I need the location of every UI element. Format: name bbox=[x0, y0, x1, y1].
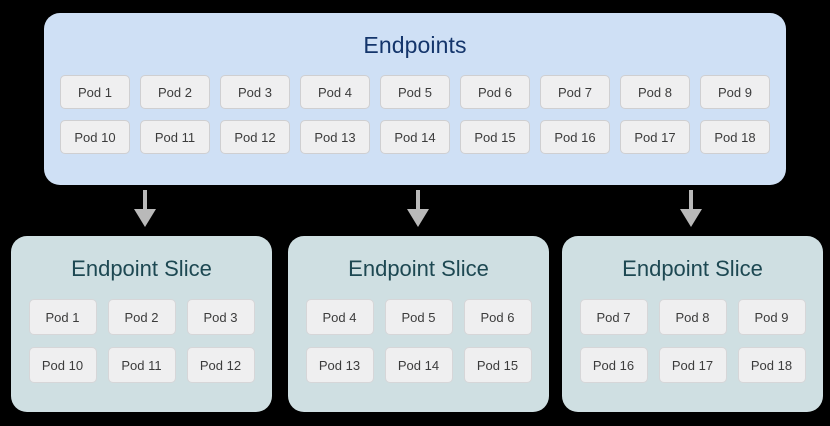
endpoint-slice-title: Endpoint Slice bbox=[622, 256, 763, 281]
pod-chip[interactable]: Pod 16 bbox=[579, 347, 648, 383]
arrow-down-icon bbox=[134, 190, 156, 227]
arrow-head bbox=[134, 209, 156, 227]
pod-chip[interactable]: Pod 4 bbox=[300, 75, 370, 109]
pod-chip[interactable]: Pod 15 bbox=[460, 120, 530, 154]
endpoint-slice-pod-grid: Pod 7 Pod 8 Pod 9 Pod 16 Pod 17 Pod 18 bbox=[562, 299, 823, 383]
pod-chip[interactable]: Pod 7 bbox=[579, 299, 648, 335]
pod-chip[interactable]: Pod 8 bbox=[620, 75, 690, 109]
endpoint-slice-pod-row: Pod 1 Pod 2 Pod 3 bbox=[21, 299, 262, 335]
pod-chip[interactable]: Pod 4 bbox=[305, 299, 374, 335]
endpoints-panel: Endpoints Pod 1 Pod 2 Pod 3 Pod 4 Pod 5 … bbox=[44, 13, 786, 185]
pod-chip[interactable]: Pod 10 bbox=[28, 347, 97, 383]
pod-chip[interactable]: Pod 3 bbox=[186, 299, 255, 335]
endpoint-slice-pod-row: Pod 10 Pod 11 Pod 12 bbox=[21, 347, 262, 383]
endpoints-pod-row: Pod 10 Pod 11 Pod 12 Pod 13 Pod 14 Pod 1… bbox=[57, 120, 773, 154]
pod-chip[interactable]: Pod 16 bbox=[540, 120, 610, 154]
pod-chip[interactable]: Pod 9 bbox=[737, 299, 806, 335]
arrow-stem bbox=[143, 190, 147, 212]
endpoints-title: Endpoints bbox=[363, 32, 467, 58]
pod-chip[interactable]: Pod 10 bbox=[60, 120, 130, 154]
endpoint-slice-panel: Endpoint Slice Pod 7 Pod 8 Pod 9 Pod 16 … bbox=[562, 236, 823, 412]
arrow-down-icon bbox=[680, 190, 702, 227]
endpoints-pod-grid: Pod 1 Pod 2 Pod 3 Pod 4 Pod 5 Pod 6 Pod … bbox=[44, 75, 786, 154]
endpoint-slice-pod-grid: Pod 1 Pod 2 Pod 3 Pod 10 Pod 11 Pod 12 bbox=[11, 299, 272, 383]
pod-chip[interactable]: Pod 17 bbox=[620, 120, 690, 154]
pod-chip[interactable]: Pod 1 bbox=[60, 75, 130, 109]
arrow-stem bbox=[689, 190, 693, 212]
pod-chip[interactable]: Pod 6 bbox=[463, 299, 532, 335]
pod-chip[interactable]: Pod 12 bbox=[220, 120, 290, 154]
pod-chip[interactable]: Pod 5 bbox=[380, 75, 450, 109]
pod-chip[interactable]: Pod 9 bbox=[700, 75, 770, 109]
endpoint-slice-pod-grid: Pod 4 Pod 5 Pod 6 Pod 13 Pod 14 Pod 15 bbox=[288, 299, 549, 383]
arrow-head bbox=[407, 209, 429, 227]
pod-chip[interactable]: Pod 11 bbox=[140, 120, 210, 154]
pod-chip[interactable]: Pod 5 bbox=[384, 299, 453, 335]
endpoint-slice-pod-row: Pod 7 Pod 8 Pod 9 bbox=[572, 299, 813, 335]
pod-chip[interactable]: Pod 2 bbox=[140, 75, 210, 109]
endpoint-slice-pod-row: Pod 16 Pod 17 Pod 18 bbox=[572, 347, 813, 383]
endpoint-slice-title: Endpoint Slice bbox=[348, 256, 489, 281]
pod-chip[interactable]: Pod 17 bbox=[658, 347, 727, 383]
pod-chip[interactable]: Pod 15 bbox=[463, 347, 532, 383]
pod-chip[interactable]: Pod 18 bbox=[737, 347, 806, 383]
pod-chip[interactable]: Pod 14 bbox=[380, 120, 450, 154]
pod-chip[interactable]: Pod 13 bbox=[300, 120, 370, 154]
endpoint-slice-panel: Endpoint Slice Pod 4 Pod 5 Pod 6 Pod 13 … bbox=[288, 236, 549, 412]
pod-chip[interactable]: Pod 8 bbox=[658, 299, 727, 335]
pod-chip[interactable]: Pod 12 bbox=[186, 347, 255, 383]
arrow-stem bbox=[416, 190, 420, 212]
endpoints-pod-row: Pod 1 Pod 2 Pod 3 Pod 4 Pod 5 Pod 6 Pod … bbox=[57, 75, 773, 109]
pod-chip[interactable]: Pod 13 bbox=[305, 347, 374, 383]
arrow-head bbox=[680, 209, 702, 227]
endpoint-slice-pod-row: Pod 13 Pod 14 Pod 15 bbox=[298, 347, 539, 383]
pod-chip[interactable]: Pod 14 bbox=[384, 347, 453, 383]
endpoint-slice-pod-row: Pod 4 Pod 5 Pod 6 bbox=[298, 299, 539, 335]
pod-chip[interactable]: Pod 18 bbox=[700, 120, 770, 154]
pod-chip[interactable]: Pod 11 bbox=[107, 347, 176, 383]
pod-chip[interactable]: Pod 1 bbox=[28, 299, 97, 335]
endpoint-slice-panel: Endpoint Slice Pod 1 Pod 2 Pod 3 Pod 10 … bbox=[11, 236, 272, 412]
pod-chip[interactable]: Pod 7 bbox=[540, 75, 610, 109]
pod-chip[interactable]: Pod 6 bbox=[460, 75, 530, 109]
arrow-down-icon bbox=[407, 190, 429, 227]
pod-chip[interactable]: Pod 3 bbox=[220, 75, 290, 109]
endpoint-slice-title: Endpoint Slice bbox=[71, 256, 212, 281]
pod-chip[interactable]: Pod 2 bbox=[107, 299, 176, 335]
